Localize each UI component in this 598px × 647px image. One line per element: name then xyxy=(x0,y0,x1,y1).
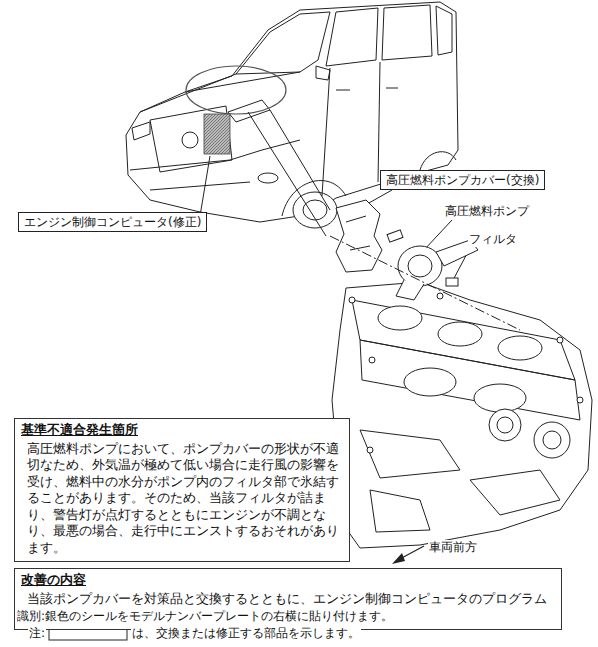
box-body: 高圧燃料ポンプにおいて、ポンプカバーの形状が不適切なため、外気温が極めて低い場合… xyxy=(21,441,343,557)
note-box: 基準不適合発生箇所高圧燃料ポンプにおいて、ポンプカバーの形状が不適切なため、外気… xyxy=(14,418,350,562)
filter xyxy=(446,278,458,286)
box-heading: 基準不適合発生箇所 xyxy=(21,422,343,439)
pump-cover xyxy=(336,200,382,272)
front-arrow xyxy=(392,546,424,564)
high-pressure-pump xyxy=(387,230,478,300)
legend-box xyxy=(49,628,127,640)
text-label: は、交換または修正する部品を示します。 xyxy=(131,626,361,641)
engine-area-ellipse xyxy=(186,66,286,114)
box-text: 高圧燃料ポンプカバー(交換) xyxy=(386,172,539,188)
text-label: フィルタ xyxy=(468,232,518,247)
assembly-line xyxy=(330,236,520,330)
box-heading: 改善の内容 xyxy=(21,572,555,589)
text-label: 注: xyxy=(28,626,46,641)
text-label: 車両前方 xyxy=(428,540,478,555)
text-label: 識別:銀色のシールをモデルナンバープレートの右横に貼り付けます。 xyxy=(16,609,394,624)
part-label-box: エンジン制御コンピュータ(修正) xyxy=(18,212,207,232)
engine-drawing xyxy=(332,282,592,548)
part-label-box: 高圧燃料ポンプカバー(交換) xyxy=(380,170,545,190)
box-text: エンジン制御コンピュータ(修正) xyxy=(24,214,201,230)
ecu-mark xyxy=(204,114,230,154)
minivan-drawing xyxy=(126,2,458,228)
text-label: 高圧燃料ポンプ xyxy=(444,204,530,219)
